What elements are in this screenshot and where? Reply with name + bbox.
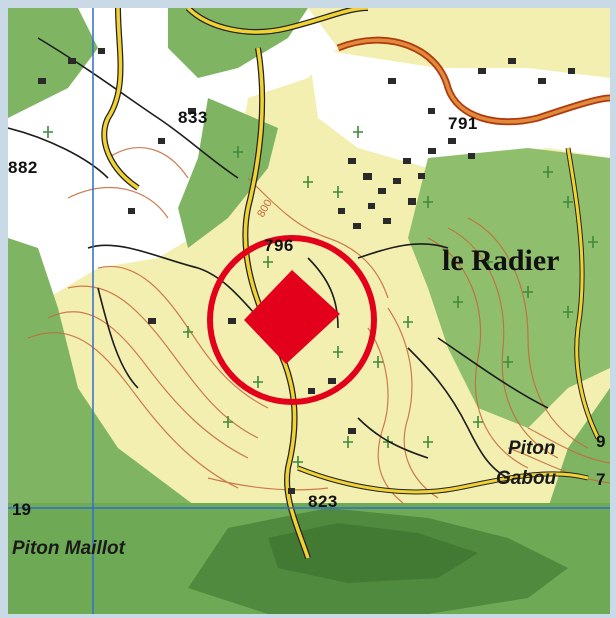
map-canvas: 800 [8, 8, 610, 614]
forest-ridge [178, 98, 278, 248]
spot-height-796: 796 [264, 236, 294, 255]
spot-height-791: 791 [448, 114, 478, 133]
urban-area-northwest [8, 8, 338, 308]
grid-label-19: 19 [12, 500, 31, 519]
place-name-piton-maillot: Piton Maillot [12, 538, 125, 559]
marker-circle [207, 235, 377, 405]
place-name-gabou: Gabou [496, 468, 557, 489]
spot-height-882: 882 [8, 158, 38, 177]
contour-lines [27, 147, 610, 504]
grid-lines [8, 8, 610, 614]
edge-label-7: 7 [596, 470, 606, 489]
forest-north [168, 8, 308, 78]
forest-west [8, 238, 198, 508]
marker-diamond [244, 270, 340, 364]
topographic-map[interactable]: 800 833 791 882 796 823 le Radier Piton … [8, 8, 610, 614]
edge-label-9: 9 [596, 432, 606, 451]
forest-northwest [8, 8, 98, 118]
spot-height-823: 823 [308, 492, 338, 511]
forest-southeast [548, 388, 610, 508]
forest-east [408, 148, 610, 428]
vegetation-symbols [43, 126, 598, 468]
place-name-le-radier: le Radier [442, 244, 560, 277]
tracks [8, 37, 549, 479]
place-name-piton: Piton [508, 438, 556, 459]
spot-height-833: 833 [178, 108, 208, 127]
buildings [38, 48, 575, 494]
location-marker[interactable] [207, 235, 377, 405]
